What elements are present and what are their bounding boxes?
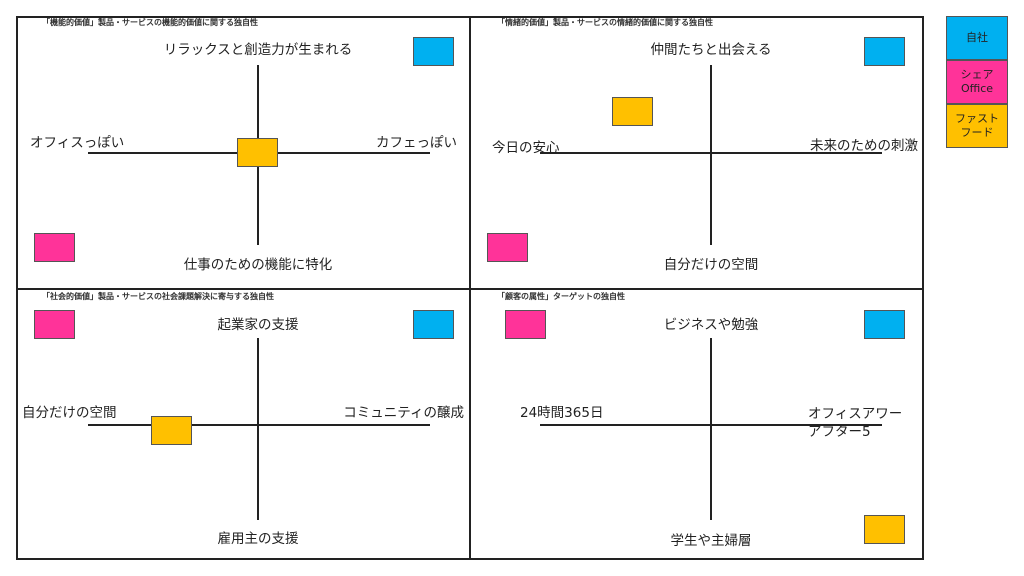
axis-label-bottom: 雇用主の支援 (217, 531, 299, 547)
marker-self (413, 37, 454, 66)
axis-label-bottom: 学生や主婦層 (670, 533, 752, 549)
marker-fast-food (612, 97, 653, 126)
axis-label-top: ビジネスや勉強 (663, 317, 759, 333)
axis-label-left: 24時間365日 (520, 405, 604, 421)
axis-horizontal (540, 152, 882, 154)
marker-self (864, 37, 905, 66)
axis-label-right: オフィスアワー アフター5 (808, 406, 903, 440)
axis-horizontal (540, 424, 882, 426)
marker-share-office (34, 310, 75, 339)
marker-share-office (34, 233, 75, 262)
marker-share-office (505, 310, 546, 339)
axis-label-top: 仲間たちと出会える (650, 42, 772, 58)
axis-vertical (710, 338, 712, 520)
quadrant-divider-horizontal (16, 288, 924, 290)
axis-label-left: オフィスっぽい (30, 135, 125, 151)
quadrant-title-functional: 「機能的価値」製品・サービスの機能的価値に関する独自性 (42, 18, 258, 27)
axis-label-right: カフェっぽい (376, 135, 457, 151)
axis-label-bottom: 自分だけの空間 (663, 257, 759, 273)
axis-label-bottom: 仕事のための機能に特化 (183, 257, 333, 273)
quadrant-title-emotional: 「情緒的価値」製品・サービスの情緒的価値に関する独自性 (497, 18, 713, 27)
axis-label-top: リラックスと創造力が生まれる (163, 42, 353, 58)
axis-label-right: コミュニティの醸成 (343, 405, 464, 421)
axis-vertical (257, 338, 259, 520)
legend: 自社 シェア Office ファスト フード (946, 16, 1008, 148)
axis-label-top: 起業家の支援 (217, 317, 299, 333)
legend-item-self: 自社 (946, 16, 1008, 60)
axis-label-left: 今日の安心 (492, 140, 560, 156)
axis-horizontal (88, 424, 430, 426)
marker-self (864, 310, 905, 339)
marker-fast-food (237, 138, 278, 167)
marker-fast-food (864, 515, 905, 544)
marker-self (413, 310, 454, 339)
axis-vertical (710, 65, 712, 245)
legend-item-share-office: シェア Office (946, 60, 1008, 104)
marker-fast-food (151, 416, 192, 445)
quadrant-title-customer: 「顧客の属性」ターゲットの独自性 (497, 292, 625, 301)
axis-label-left: 自分だけの空間 (22, 405, 117, 421)
axis-label-right: 未来のための刺激 (810, 138, 918, 154)
quadrant-title-social: 「社会的価値」製品・サービスの社会課題解決に寄与する独自性 (42, 292, 274, 301)
legend-item-fast-food: ファスト フード (946, 104, 1008, 148)
marker-share-office (487, 233, 528, 262)
